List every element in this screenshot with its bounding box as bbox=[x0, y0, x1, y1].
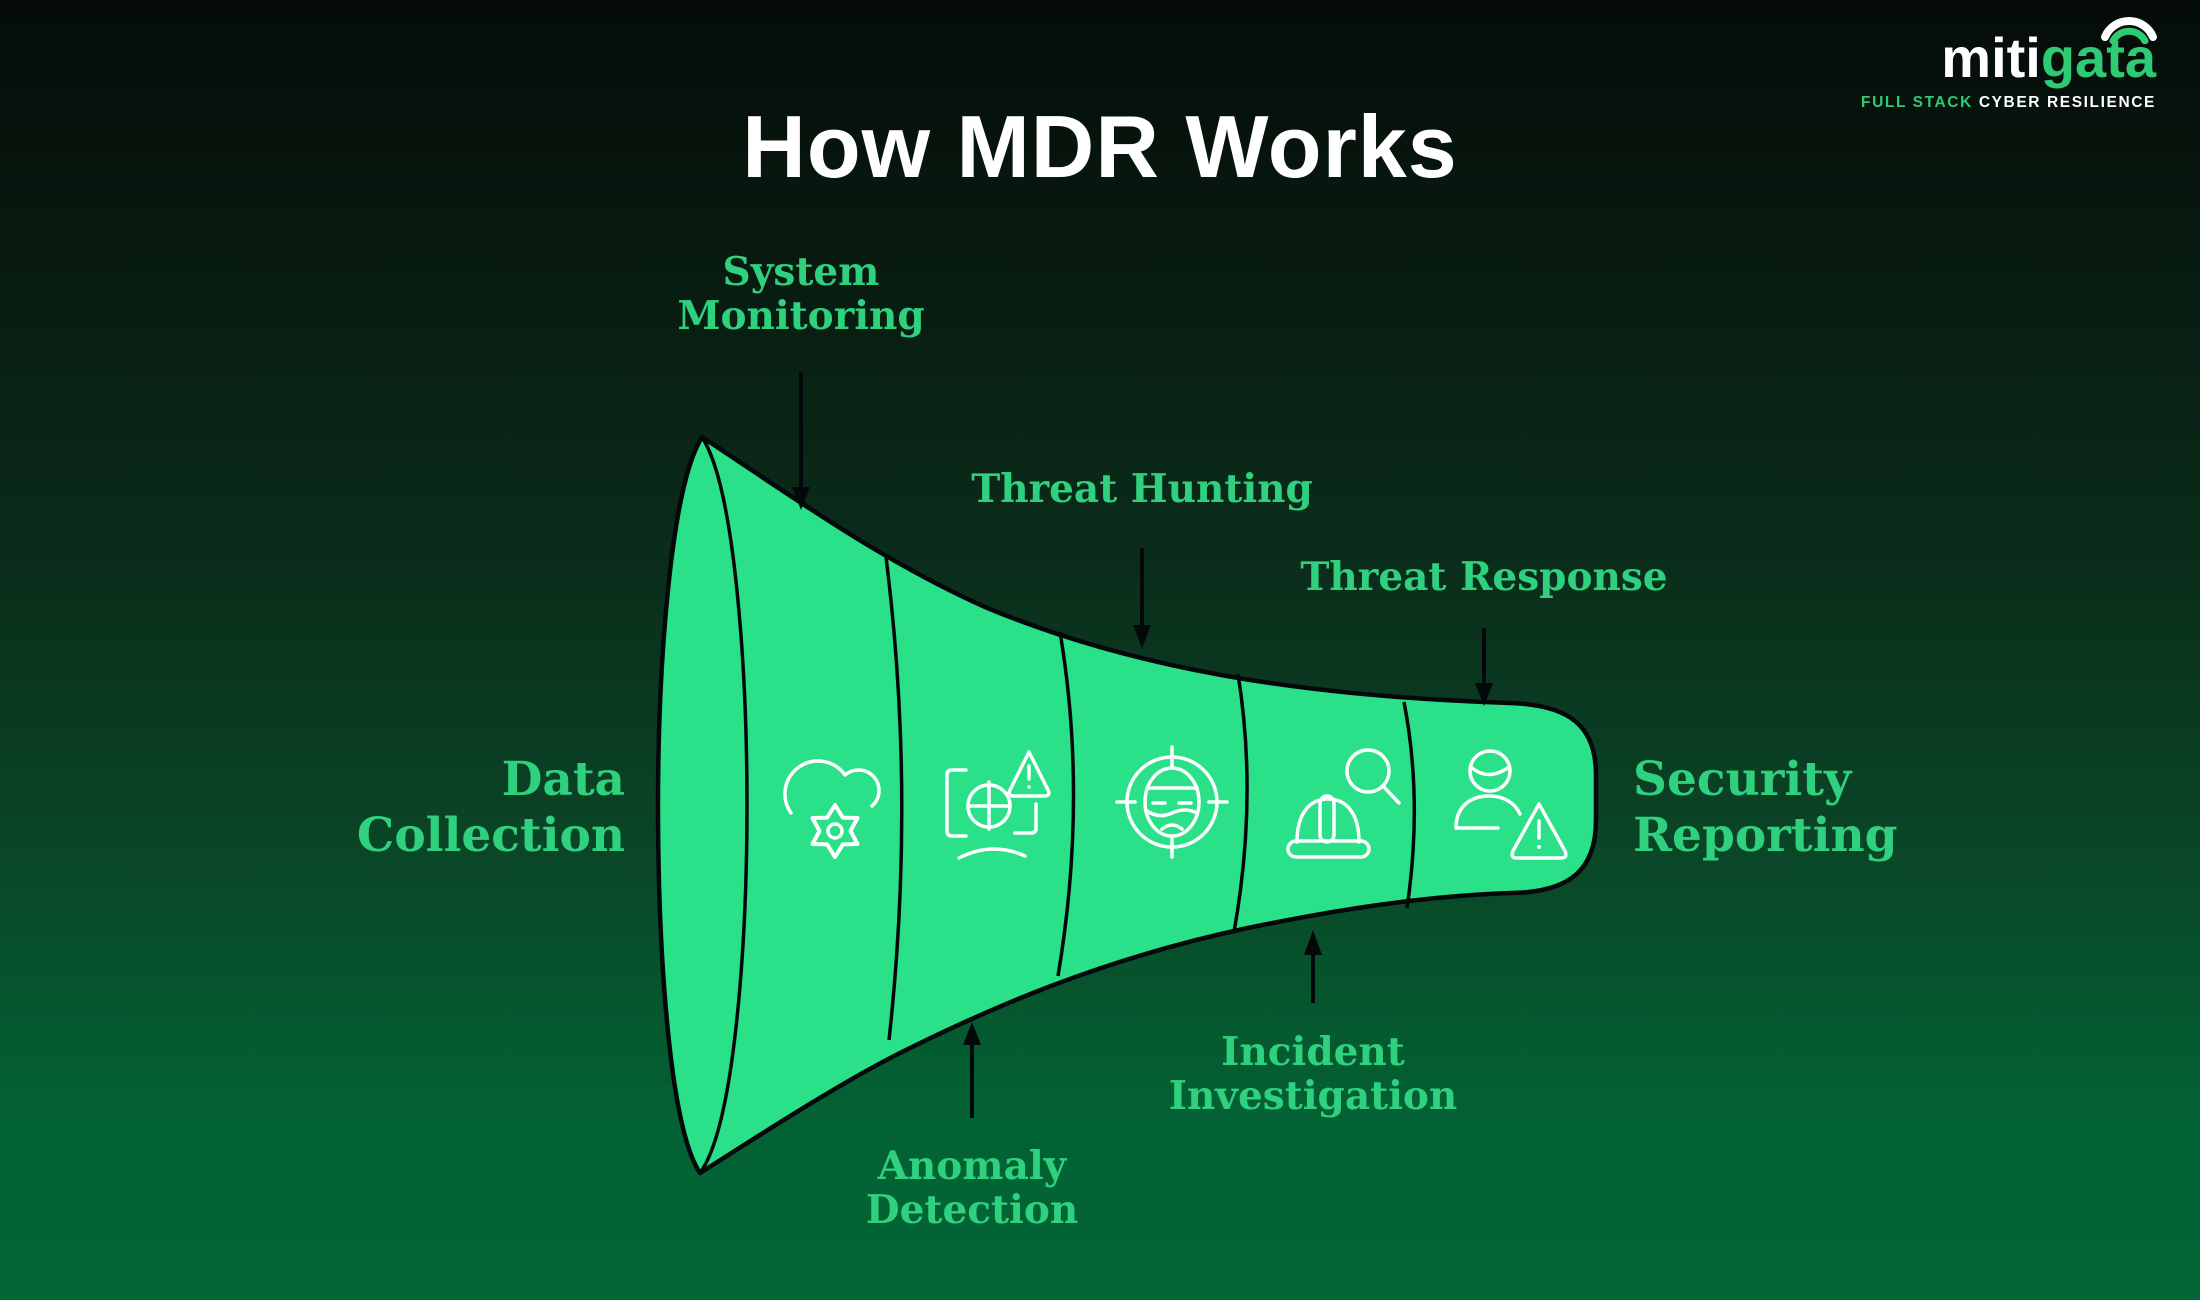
magnifier-hardhat-icon bbox=[1286, 748, 1401, 859]
brand-signal-arc-icon bbox=[2101, 17, 2157, 44]
brand-name-white: miti bbox=[1941, 26, 2041, 89]
brand-logo: mitigata FULL STACK CYBER RESILIENCE bbox=[1861, 17, 2157, 112]
stage-label-system-monitoring: System Monitoring bbox=[677, 249, 925, 339]
funnel-divider-4 bbox=[1402, 701, 1417, 909]
brand-tagline: FULL STACK CYBER RESILIENCE bbox=[1861, 94, 2156, 112]
pie-chart-alert-icon bbox=[945, 750, 1051, 860]
page-title: How MDR Works bbox=[742, 97, 1458, 196]
stage-label-threat-response: Threat Response bbox=[1300, 554, 1668, 600]
funnel-mouth-rim bbox=[698, 436, 749, 1175]
funnel-input-label: Data Collection bbox=[356, 752, 625, 863]
arrow-incident-investigation bbox=[1304, 930, 1322, 1003]
person-alert-icon bbox=[1454, 749, 1568, 860]
brand-name: mitigata bbox=[1941, 17, 2157, 86]
arrow-threat-response bbox=[1475, 628, 1493, 706]
brand-tagline-rest: CYBER RESILIENCE bbox=[1978, 94, 2156, 111]
arrow-anomaly-detection bbox=[963, 1022, 981, 1118]
stage-label-incident-investigation: Incident Investigation bbox=[1168, 1029, 1458, 1119]
target-intruder-icon bbox=[1115, 745, 1229, 859]
stage-label-anomaly-detection: Anomaly Detection bbox=[865, 1143, 1079, 1233]
funnel-divider-3 bbox=[1232, 673, 1249, 933]
funnel-divider-2 bbox=[1056, 631, 1076, 977]
brand-name-green: gata bbox=[2040, 26, 2156, 89]
stage-label-threat-hunting: Threat Hunting bbox=[971, 466, 1313, 512]
cloud-gear-icon bbox=[783, 759, 881, 859]
arrow-system-monitoring bbox=[792, 372, 810, 510]
brand-tagline-accent: FULL STACK bbox=[1861, 94, 1973, 111]
funnel-output-label: Security Reporting bbox=[1633, 752, 1898, 863]
arrow-threat-hunting bbox=[1133, 548, 1151, 648]
funnel-divider-1 bbox=[884, 556, 904, 1041]
